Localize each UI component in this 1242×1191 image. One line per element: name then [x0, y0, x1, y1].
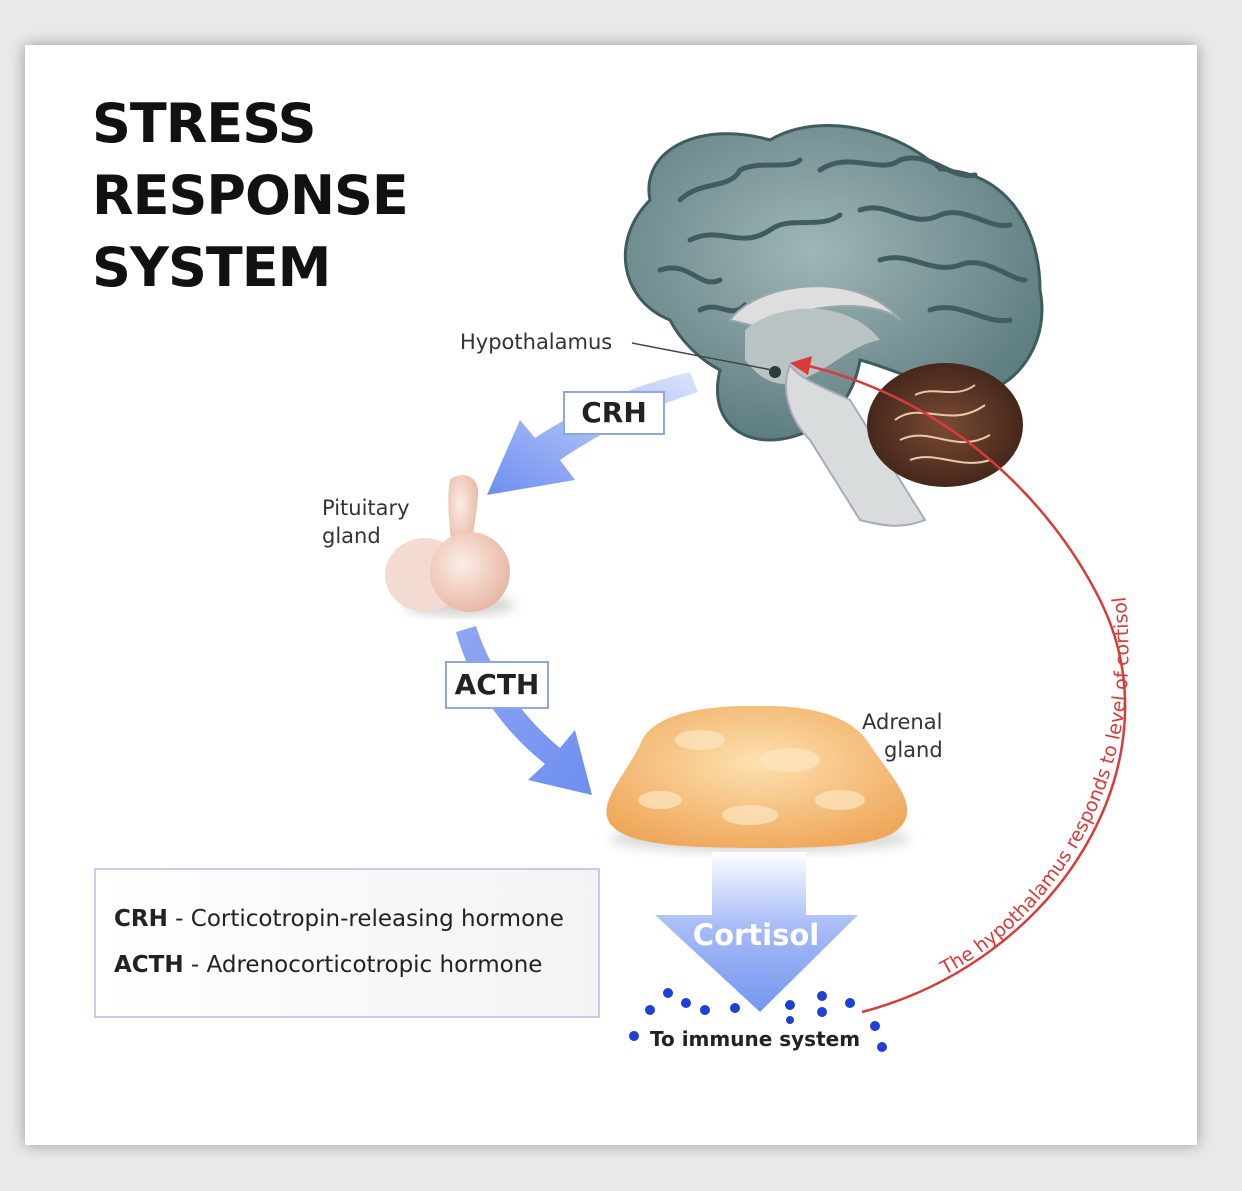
- page-title: STRESS RESPONSE SYSTEM: [92, 88, 409, 304]
- title-line-2: RESPONSE: [92, 164, 409, 227]
- acth-tag: ACTH: [445, 661, 549, 709]
- pituitary-gland-illustration: [385, 475, 515, 615]
- cortisol-molecules: [629, 988, 887, 1052]
- feedback-arrowhead: [790, 356, 812, 375]
- cortisol-arrow: [655, 852, 858, 1012]
- legend-crh-abbr: CRH: [114, 906, 168, 932]
- feedback-label: The hypothalamus responds to level of co…: [936, 596, 1134, 980]
- acth-arrow: [456, 626, 592, 795]
- title-line-1: STRESS: [92, 92, 317, 155]
- feedback-arrow: [804, 363, 1127, 1014]
- crh-tag: CRH: [563, 391, 665, 435]
- adrenal-label-line2: gland: [884, 738, 943, 762]
- adrenal-label-line1: Adrenal: [862, 710, 943, 734]
- pituitary-label-line1: Pituitary: [322, 496, 410, 520]
- legend-acth-definition: - Adrenocorticotropic hormone: [183, 952, 543, 978]
- brain-illustration: [623, 124, 1044, 527]
- legend-row-crh: CRH - Corticotropin-releasing hormone: [114, 906, 564, 932]
- legend-acth-abbr: ACTH: [114, 952, 184, 978]
- hypothalamus-label: Hypothalamus: [460, 330, 613, 354]
- legend-box: CRH - Corticotropin-releasing hormone AC…: [94, 868, 600, 1018]
- cortisol-label: Cortisol: [692, 918, 820, 952]
- adrenal-gland-illustration: [606, 705, 910, 852]
- title-line-3: SYSTEM: [92, 236, 331, 299]
- legend-crh-definition: - Corticotropin-releasing hormone: [167, 906, 564, 932]
- immune-system-label: To immune system: [650, 1027, 861, 1051]
- legend-row-acth: ACTH - Adrenocorticotropic hormone: [114, 952, 542, 978]
- pituitary-label-line2: gland: [322, 524, 381, 548]
